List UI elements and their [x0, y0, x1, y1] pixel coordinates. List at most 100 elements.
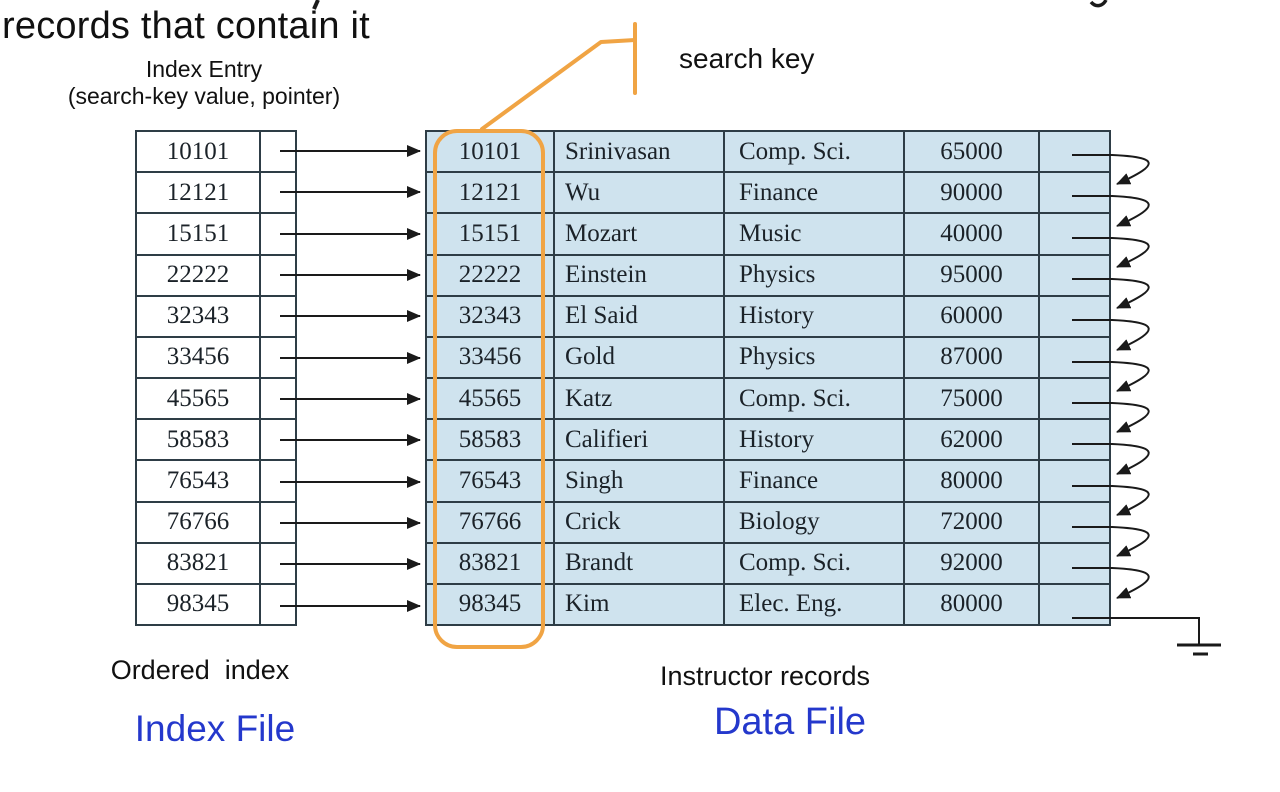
data-file-label: Data File	[713, 701, 867, 743]
id-cell: 76543	[427, 461, 555, 501]
dept-cell: Elec. Eng.	[725, 584, 905, 625]
index-entry-label-line1: Index Entry	[145, 56, 263, 82]
index-value-cell: 76543	[137, 461, 261, 501]
record-pointer-cell	[1040, 297, 1109, 336]
index-value-cell: 22222	[137, 255, 261, 295]
index-value-cell: 12121	[137, 173, 261, 213]
salary-cell: 75000	[905, 379, 1040, 419]
dept-cell: Music	[725, 214, 905, 254]
id-cell: 58583	[427, 420, 555, 460]
name-cell: Srinivasan	[555, 132, 725, 172]
salary-cell: 95000	[905, 255, 1040, 295]
id-cell: 76766	[427, 502, 555, 542]
search-key-label: search key	[679, 43, 815, 74]
record-pointer-cell	[1040, 503, 1109, 542]
dept-cell: Physics	[725, 337, 905, 378]
name-cell: Einstein	[555, 255, 725, 295]
index-pointer-arrows	[280, 145, 421, 612]
index-pointer-cell	[261, 420, 295, 459]
index-row: 58583	[137, 420, 295, 462]
name-cell: Brandt	[555, 543, 725, 583]
index-row: 33456	[137, 337, 295, 380]
index-value-cell: 76766	[137, 502, 261, 542]
dept-cell: Comp. Sci.	[725, 379, 905, 419]
index-pointer-cell	[261, 461, 295, 500]
index-row: 98345	[137, 584, 295, 625]
salary-cell: 90000	[905, 173, 1040, 213]
index-pointer-cell	[261, 173, 295, 212]
name-cell: Mozart	[555, 214, 725, 254]
record-pointer-cell	[1040, 544, 1109, 583]
id-cell: 45565	[427, 379, 555, 419]
index-row: 12121	[137, 173, 295, 215]
salary-cell: 65000	[905, 132, 1040, 172]
index-row: 22222	[137, 255, 295, 297]
cropped-text-marks	[312, 0, 1108, 10]
id-cell: 33456	[427, 337, 555, 378]
index-file-label: Index File	[134, 708, 296, 749]
search-key-callout-line	[480, 38, 637, 131]
record-pointer-cell	[1040, 132, 1109, 171]
index-pointer-cell	[261, 338, 295, 377]
salary-cell: 92000	[905, 543, 1040, 583]
salary-cell: 87000	[905, 337, 1040, 378]
index-entry-label: Index Entry (search-key value, pointer)	[28, 56, 380, 110]
index-value-cell: 83821	[137, 543, 261, 583]
index-pointer-cell	[261, 585, 295, 624]
id-cell: 22222	[427, 255, 555, 295]
page-title: records that contain it	[2, 5, 370, 47]
record-pointer-cell	[1040, 420, 1109, 459]
dept-cell: History	[725, 296, 905, 336]
record-pointer-cell	[1040, 585, 1109, 624]
id-cell: 15151	[427, 214, 555, 254]
record-pointer-cell	[1040, 256, 1109, 295]
record-pointer-cell	[1040, 338, 1109, 377]
name-cell: Katz	[555, 379, 725, 419]
index-row: 83821	[137, 543, 295, 585]
index-pointer-cell	[261, 256, 295, 295]
index-pointer-cell	[261, 379, 295, 418]
index-value-cell: 10101	[137, 132, 261, 172]
index-pointer-cell	[261, 132, 295, 171]
id-cell: 83821	[427, 543, 555, 583]
record-pointer-cell	[1040, 461, 1109, 500]
ordered-index-label: Ordered index	[110, 655, 290, 685]
id-cell: 98345	[427, 584, 555, 625]
salary-cell: 80000	[905, 461, 1040, 501]
salary-cell: 60000	[905, 296, 1040, 336]
dept-cell: History	[725, 420, 905, 460]
dept-cell: Finance	[725, 173, 905, 213]
index-entry-label-line2: (search-key value, pointer)	[67, 83, 341, 109]
index-file-table: 10101 12121 15151 22222 32343 33456 4556…	[135, 130, 297, 626]
name-cell: Singh	[555, 461, 725, 501]
record-pointer-cell	[1040, 379, 1109, 418]
id-cell: 12121	[427, 173, 555, 213]
salary-cell: 80000	[905, 584, 1040, 625]
index-row: 32343	[137, 296, 295, 338]
instructor-records-label: Instructor records	[659, 661, 871, 691]
index-value-cell: 32343	[137, 296, 261, 336]
index-pointer-cell	[261, 503, 295, 542]
record-pointer-cell	[1040, 173, 1109, 212]
record-pointer-cell	[1040, 214, 1109, 253]
index-value-cell: 15151	[137, 214, 261, 254]
dept-cell: Comp. Sci.	[725, 132, 905, 172]
index-pointer-cell	[261, 214, 295, 253]
name-cell: Kim	[555, 584, 725, 625]
salary-cell: 62000	[905, 420, 1040, 460]
index-row: 10101	[137, 132, 295, 174]
id-cell: 32343	[427, 296, 555, 336]
name-cell: El Said	[555, 296, 725, 336]
name-cell: Gold	[555, 337, 725, 378]
index-row: 45565	[137, 379, 295, 421]
